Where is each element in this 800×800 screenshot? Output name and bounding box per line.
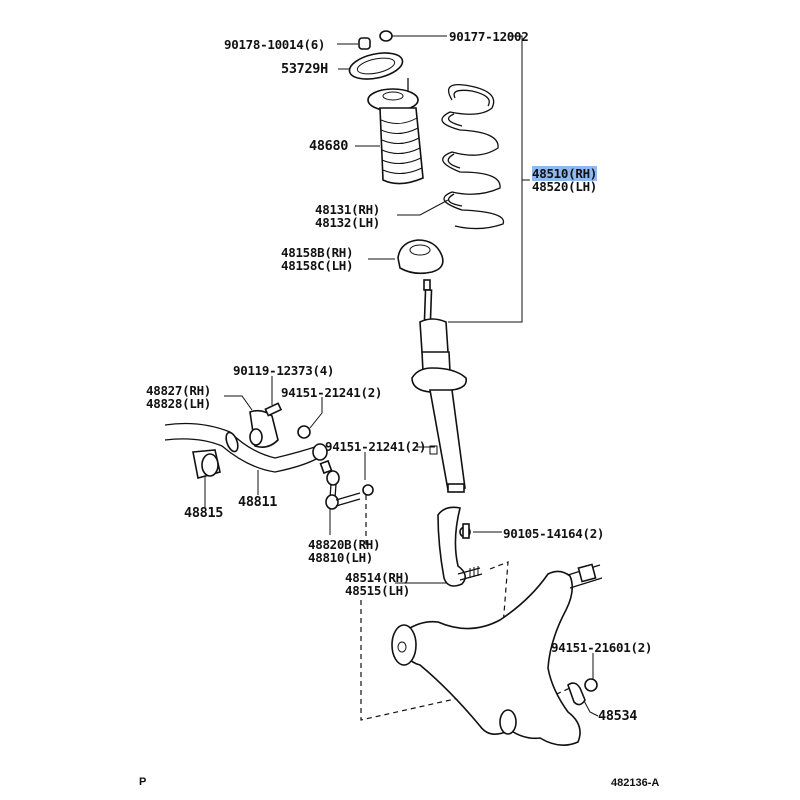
label-stopper-48534[interactable]: 48534 [598, 708, 638, 724]
label-bumper-48680[interactable]: 48680 [309, 138, 349, 154]
label-nut-90178[interactable]: 90178-10014(6) [224, 37, 326, 52]
label-insulator-rh[interactable]: 48158B(RH) [281, 245, 354, 260]
bolt-90105-drawing [462, 523, 470, 539]
label-absorber-rh[interactable]: 48510(RH) [532, 166, 598, 181]
label-bolt-90119[interactable]: 90119-12373(4) [233, 363, 335, 378]
stabilizer-bar-48811-drawing [164, 422, 328, 473]
bracket-48827-drawing [249, 409, 279, 448]
label-nut-94151-a[interactable]: 94151-21241(2) [281, 385, 383, 400]
nut-94151-a-drawing [297, 425, 311, 439]
label-nut-94151-c[interactable]: 94151-21601(2) [551, 640, 653, 655]
corner-mark: P [139, 776, 147, 788]
label-bar-48811[interactable]: 48811 [238, 494, 278, 510]
label-insulator-lh[interactable]: 48158C(LH) [281, 258, 354, 273]
label-bushing-48815[interactable]: 48815 [184, 505, 224, 521]
label-ring-53729[interactable]: 53729H [281, 61, 328, 77]
label-spring-lh[interactable]: 48132(LH) [315, 215, 381, 230]
diagram-code: 482136-A [611, 777, 660, 789]
label-knuckle-rh[interactable]: 48514(RH) [345, 570, 411, 585]
label-spring-rh[interactable]: 48131(RH) [315, 202, 381, 217]
ring-53729-drawing [348, 52, 404, 80]
bumper-48680-drawing [367, 78, 424, 185]
shock-absorber-48510-drawing [411, 279, 468, 493]
label-bracket-lh[interactable]: 48828(LH) [146, 396, 212, 411]
leader-lines [204, 35, 599, 717]
label-link-rh[interactable]: 48820B(RH) [308, 537, 381, 552]
bushing-48815-drawing [192, 449, 221, 479]
spring-48131-drawing [441, 83, 505, 230]
nut-90177-drawing [379, 30, 393, 42]
label-nut-90177[interactable]: 90177-12002 [449, 29, 529, 44]
lower-arm-drawing [391, 563, 603, 746]
stopper-48534-drawing [567, 678, 598, 706]
selected-highlight: 48510(RH) [532, 166, 598, 181]
label-bracket-rh[interactable]: 48827(RH) [146, 383, 212, 398]
label-link-lh[interactable]: 48810(LH) [308, 550, 374, 565]
knuckle-arm-48514-drawing [437, 506, 483, 587]
stabilizer-link-48820-drawing [319, 459, 374, 510]
label-bolt-90105[interactable]: 90105-14164(2) [503, 526, 605, 541]
nut-90178-drawing [358, 37, 371, 50]
bolt-90119-drawing [264, 402, 283, 417]
label-absorber-lh[interactable]: 48520(LH) [532, 179, 598, 194]
insulator-48158-drawing [397, 239, 444, 275]
label-nut-94151-b[interactable]: 94151-21241(2) [325, 439, 427, 454]
label-knuckle-lh[interactable]: 48515(LH) [345, 583, 411, 598]
